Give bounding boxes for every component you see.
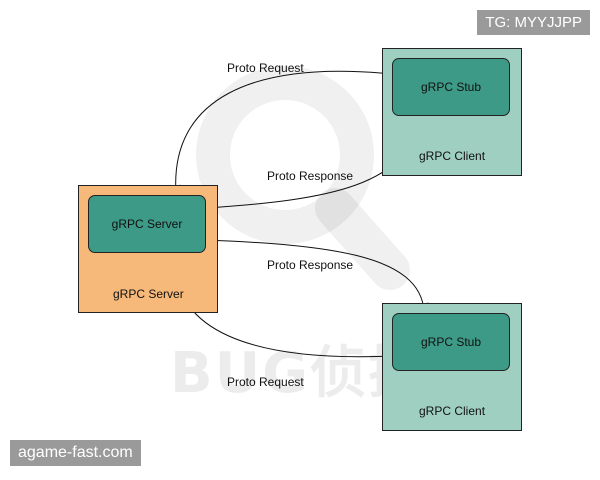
server-node-label: gRPC Server <box>111 217 183 231</box>
edge-label-request-top: Proto Request <box>227 61 304 75</box>
edge-response-bottom <box>205 239 429 312</box>
client-caption-bottom: gRPC Client <box>419 404 486 418</box>
edge-label-response-top: Proto Response <box>267 169 354 183</box>
stub-node-bottom: gRPC Stub <box>392 313 510 371</box>
edge-request-top <box>170 70 393 194</box>
stub-node-top: gRPC Stub <box>392 58 510 116</box>
stub-node-label: gRPC Stub <box>420 80 482 94</box>
edge-label-response-bottom: Proto Response <box>267 258 354 272</box>
channel-tag: TG: MYYJJPP <box>477 10 590 35</box>
client-caption-top: gRPC Client <box>419 149 486 163</box>
stub-node-label: gRPC Stub <box>420 335 482 349</box>
site-tag: agame-fast.com <box>10 440 141 466</box>
server-node: gRPC Server <box>88 195 206 253</box>
edge-label-request-bottom: Proto Request <box>227 375 304 389</box>
watermark-text: BUG侦探 <box>170 341 427 406</box>
server-caption: gRPC Server <box>113 287 184 301</box>
